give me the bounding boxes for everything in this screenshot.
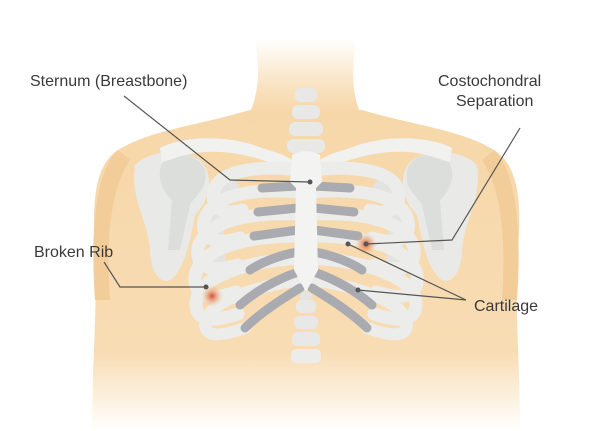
leader-lines — [103, 95, 521, 301]
sternum-label: Sternum (Breastbone) — [30, 73, 188, 90]
broken-rib-label: Broken Rib — [34, 244, 114, 261]
lumbar-spine — [291, 300, 321, 363]
broken-rib-injury-marker — [201, 285, 223, 307]
cartilage-leader-line-lower — [357, 289, 467, 301]
costal-cartilage — [235, 181, 377, 333]
costochondral-separation-label: Costochondral Separation — [438, 72, 541, 112]
sternum — [290, 151, 322, 300]
sternum-leader-line — [123, 95, 311, 183]
broken-rib-leader-line — [103, 261, 206, 288]
cartilage-leader-line-upper — [347, 243, 467, 301]
cervical-spine — [287, 88, 325, 153]
costochondral-label-line1: Costochondral — [438, 73, 542, 90]
cartilage-label: Cartilage — [474, 298, 539, 315]
costochondral-label-line2: Separation — [456, 93, 534, 110]
clavicles — [160, 138, 452, 170]
costochondral-leader-line — [365, 127, 521, 245]
